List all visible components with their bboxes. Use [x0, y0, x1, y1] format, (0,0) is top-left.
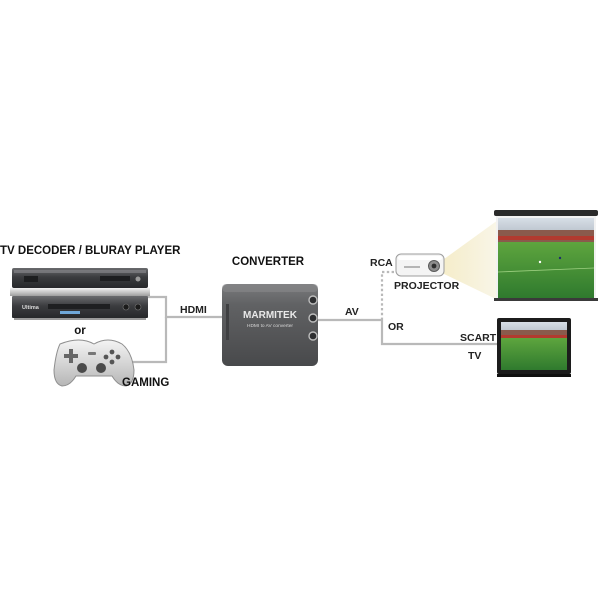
- cable-decoder-to-converter: [146, 295, 222, 319]
- tv-label: TV: [468, 350, 481, 362]
- bluray-player-icon: Ultima: [10, 288, 150, 320]
- cable-to-tv: [380, 320, 497, 346]
- outputs-or-label: OR: [388, 321, 404, 333]
- tv-icon: [497, 318, 571, 377]
- projector-icon: [395, 253, 445, 277]
- decoder-logo: Ultima: [22, 305, 40, 311]
- projector-label: PROJECTOR: [394, 280, 460, 292]
- av-label: AV: [345, 306, 359, 318]
- converter-caption: HDMI to AV converter: [247, 323, 293, 329]
- projection-screen-icon: [494, 210, 598, 301]
- hdmi-label: HDMI: [180, 304, 207, 316]
- sources-or-label: or: [74, 325, 86, 337]
- projector-beam: [440, 220, 498, 300]
- converter-icon: MARMITEK HDMI to AV converter: [222, 284, 318, 366]
- gamepad-icon: [53, 339, 135, 387]
- rca-label: RCA: [370, 257, 393, 269]
- cable-to-projector: [380, 270, 396, 320]
- source-devices-title: TV DECODER / BLURAY PLAYER: [0, 245, 181, 257]
- scart-label: SCART: [460, 332, 497, 344]
- gaming-label: GAMING: [122, 377, 169, 389]
- converter-title: CONVERTER: [232, 256, 305, 268]
- decoder-icon: [12, 268, 148, 288]
- converter-brand: MARMITEK: [243, 310, 298, 321]
